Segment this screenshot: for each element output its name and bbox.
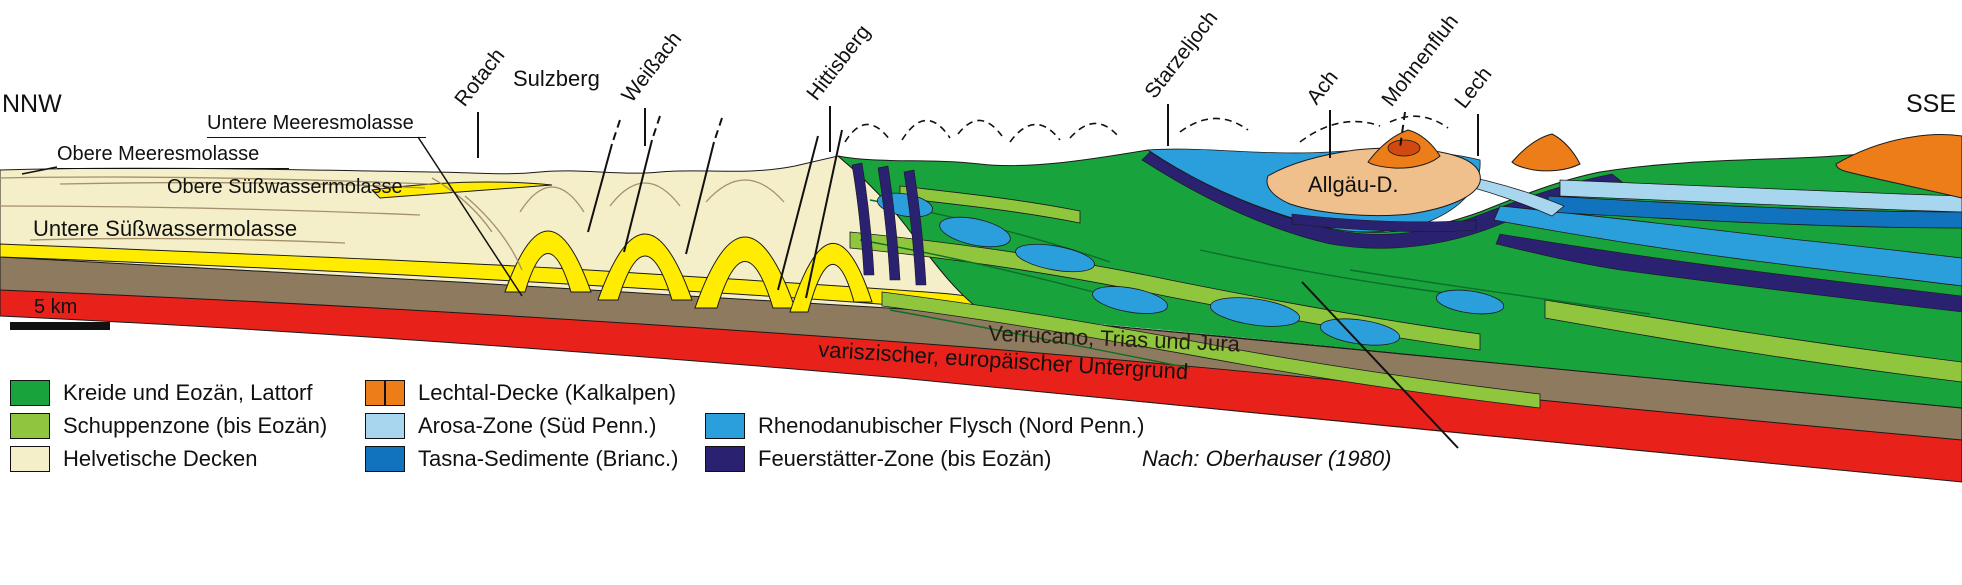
fault-lines <box>587 115 1459 449</box>
legend-item-kreide: Kreide und Eozän, Lattorf <box>10 379 313 406</box>
legend-label-arosa: Arosa-Zone (Süd Penn.) <box>418 413 657 438</box>
right-side-bands <box>1291 171 1962 313</box>
legend-swatch-lechtal <box>365 379 405 406</box>
label-untere-meeresmolasse: Untere Meeresmolasse <box>207 112 426 138</box>
legend-label-helvetische: Helvetische Decken <box>63 446 258 471</box>
label-pointer-lines <box>21 136 523 297</box>
legend-label-schuppenzone: Schuppenzone (bis Eozän) <box>63 413 328 438</box>
legend-swatch-arosa <box>365 412 405 439</box>
legend-swatch-helvetische <box>10 445 50 472</box>
cream-fold-lines <box>0 176 785 271</box>
legend-swatch-flysch <box>705 412 745 439</box>
legend-label-kreide: Kreide und Eozän, Lattorf <box>63 380 313 405</box>
legend-label-feuerstaetter: Feuerstätter-Zone (bis Eozän) <box>758 446 1052 471</box>
legend-item-flysch: Rhenodanubischer Flysch (Nord Penn.) <box>705 412 1144 439</box>
label-obere-suesswassermolasse: Obere Süßwassermolasse <box>167 176 403 198</box>
direction-sse: SSE <box>1906 90 1957 118</box>
allgaeu-tan-region <box>1266 147 1481 217</box>
label-obere-meeresmolasse: Obere Meeresmolasse <box>57 143 290 169</box>
scale-bar <box>10 322 110 330</box>
legend-swatch-kreide <box>10 379 50 406</box>
scale-bar-label: 5 km <box>34 296 78 318</box>
lechtal-orange-peaks <box>1367 129 1962 199</box>
legend-item-schuppenzone: Schuppenzone (bis Eozän) <box>10 412 327 439</box>
legend-item-tasna: Tasna-Sedimente (Brianc.) <box>365 445 678 472</box>
legend-item-helvetische: Helvetische Decken <box>10 445 257 472</box>
attribution: Nach: Oberhauser (1980) <box>1142 446 1392 471</box>
legend-swatch-tasna <box>365 445 405 472</box>
schuppenzone-lightgreen-bands <box>849 185 1962 409</box>
label-untere-suesswassermolasse: Untere Süßwassermolasse <box>33 216 298 241</box>
legend-label-flysch: Rhenodanubischer Flysch (Nord Penn.) <box>758 413 1145 438</box>
legend-item-arosa: Arosa-Zone (Süd Penn.) <box>365 412 656 439</box>
meeresmolasse-yellow-bands <box>0 181 1011 316</box>
legend-swatch-feuerstaetter <box>705 445 745 472</box>
flysch-blue-lenses <box>876 192 1505 346</box>
legend-label-tasna: Tasna-Sedimente (Brianc.) <box>418 446 679 471</box>
legend-swatch-schuppenzone <box>10 412 50 439</box>
legend-item-feuerstaetter: Feuerstätter-Zone (bis Eozän) <box>705 445 1051 472</box>
location-tick-lines <box>477 104 1479 158</box>
direction-nnw: NNW <box>2 90 62 118</box>
eroded-structure-dashed-arcs <box>844 115 1449 143</box>
legend-label-lechtal: Lechtal-Decke (Kalkalpen) <box>418 380 677 405</box>
label-allgaeu-decke: Allgäu-D. <box>1308 172 1399 197</box>
top-label-sulzberg: Sulzberg <box>513 66 600 91</box>
legend-item-lechtal: Lechtal-Decke (Kalkalpen) <box>365 379 676 406</box>
